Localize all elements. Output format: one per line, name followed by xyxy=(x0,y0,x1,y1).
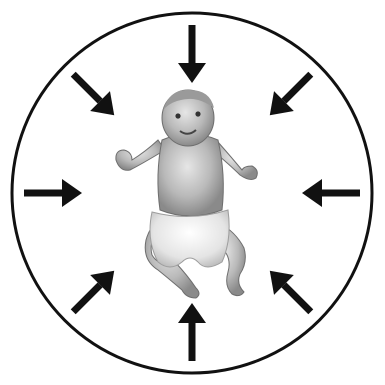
arrow-east-head xyxy=(62,179,82,207)
arrow-southwest-shaft xyxy=(284,74,311,101)
arrow-southeast-shaft xyxy=(73,74,100,101)
arrow-west-head xyxy=(302,179,322,207)
baby-left-eye xyxy=(175,113,180,118)
baby-right-eye xyxy=(195,111,200,116)
arrow-north-head xyxy=(178,303,206,323)
baby-photo xyxy=(116,90,257,298)
arrow-northeast-shaft xyxy=(73,285,100,312)
baby-left-arm xyxy=(116,140,165,170)
arrow-northwest-shaft xyxy=(284,285,311,312)
baby-diaper xyxy=(150,210,229,267)
arrow-south-head xyxy=(178,63,206,83)
